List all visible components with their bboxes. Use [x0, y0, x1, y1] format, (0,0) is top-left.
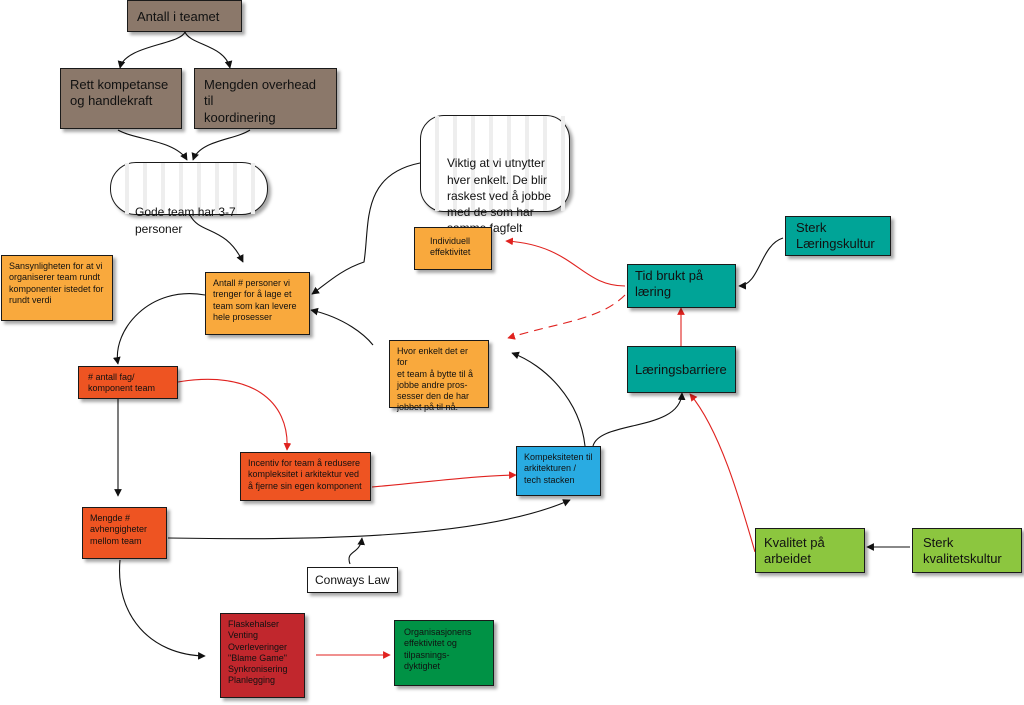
node-hvor-enkelt: Hvor enkelt det er for et team å bytte t… — [389, 340, 489, 412]
node-viktig-utnytter: Viktig at vi utnytter hver enkelt. De bl… — [420, 115, 570, 235]
node-individuell-effektivitet: Individuell effektivitet — [414, 227, 492, 270]
node-sterk-laeringskultur: Sterk Læringskultur — [785, 216, 891, 256]
arrow-kompleksitet-to-laeringsbarriere — [592, 392, 686, 447]
node-kvalitet-arbeidet: Kvalitet på arbeidet — [755, 528, 865, 573]
node-mengden-overhead: Mengden overhead til koordinering — [194, 68, 337, 129]
arrow-antall-to-rett — [117, 31, 186, 69]
node-antall-i-teamet: Antall i teamet — [127, 0, 242, 32]
arrow-antall-personer-to-fag — [113, 293, 206, 365]
arrow-tid-to-individuell — [505, 237, 626, 287]
arrow-kvalitet-to-laeringsbarriere — [689, 393, 756, 553]
node-gode-team: Gode team har 3-7 personer — [110, 162, 268, 236]
arrow-rett-to-gode — [117, 129, 188, 161]
node-flaskehalser: Flaskehalser Venting Overleveringer "Bla… — [220, 613, 305, 698]
arrow-viktig-to-antall-personer — [311, 162, 421, 295]
arrow-kompleksitet-to-hvor — [511, 351, 586, 447]
node-organisasjonens: Organisasjonens effektivitet og tilpasni… — [394, 620, 494, 686]
arrow-avhengigheter-to-kompleksitet — [167, 499, 571, 540]
arrow-antall-to-mengden — [184, 31, 233, 69]
arrow-incentiv-to-kompleksitet — [371, 471, 517, 488]
node-conways-law: Conways Law — [307, 567, 398, 593]
node-mengde-avhengigheter: Mengde # avhengigheter mellom team — [82, 507, 167, 559]
arrow-conway-to-line — [348, 537, 366, 565]
node-tid-brukt: Tid brukt på læring — [627, 264, 736, 308]
arrow-fag-to-incentiv — [177, 378, 292, 451]
node-rett-kompetanse: Rett kompetanse og handlekraft — [60, 68, 182, 129]
stripe-pattern — [111, 163, 267, 214]
node-antall-personer: Antall # personer vi trenger for å lage … — [205, 272, 310, 335]
arrow-mengden-to-gode — [191, 129, 251, 161]
arrow-tid-to-hvor-dashed — [507, 294, 626, 340]
node-sterk-kvalitetskultur: Sterk kvalitetskultur — [912, 528, 1022, 573]
node-laeringsbarriere: Læringsbarriere — [627, 346, 736, 393]
arrow-avhengigheter-to-flaskehalser — [118, 559, 206, 660]
node-sannsynligheten: Sansynligheten for at vi organiserer tea… — [1, 255, 113, 321]
node-kompleksiteten: Kompeksiteten til arkitekturen / tech st… — [516, 446, 601, 496]
stripe-pattern — [421, 116, 569, 211]
node-viktig-utnytter-label: Viktig at vi utnytter hver enkelt. De bl… — [447, 156, 552, 236]
arrow-hvor-to-antall-personer — [310, 307, 374, 346]
node-antall-fag: # antall fag/ komponent team — [78, 366, 178, 399]
node-incentiv: Incentiv for team å redusere kompleksite… — [240, 452, 371, 501]
node-gode-team-label: Gode team har 3-7 personer — [135, 205, 236, 236]
arrow-gode-to-antall-personer — [189, 214, 244, 263]
arrow-sterk-laering-to-tid — [738, 237, 784, 290]
